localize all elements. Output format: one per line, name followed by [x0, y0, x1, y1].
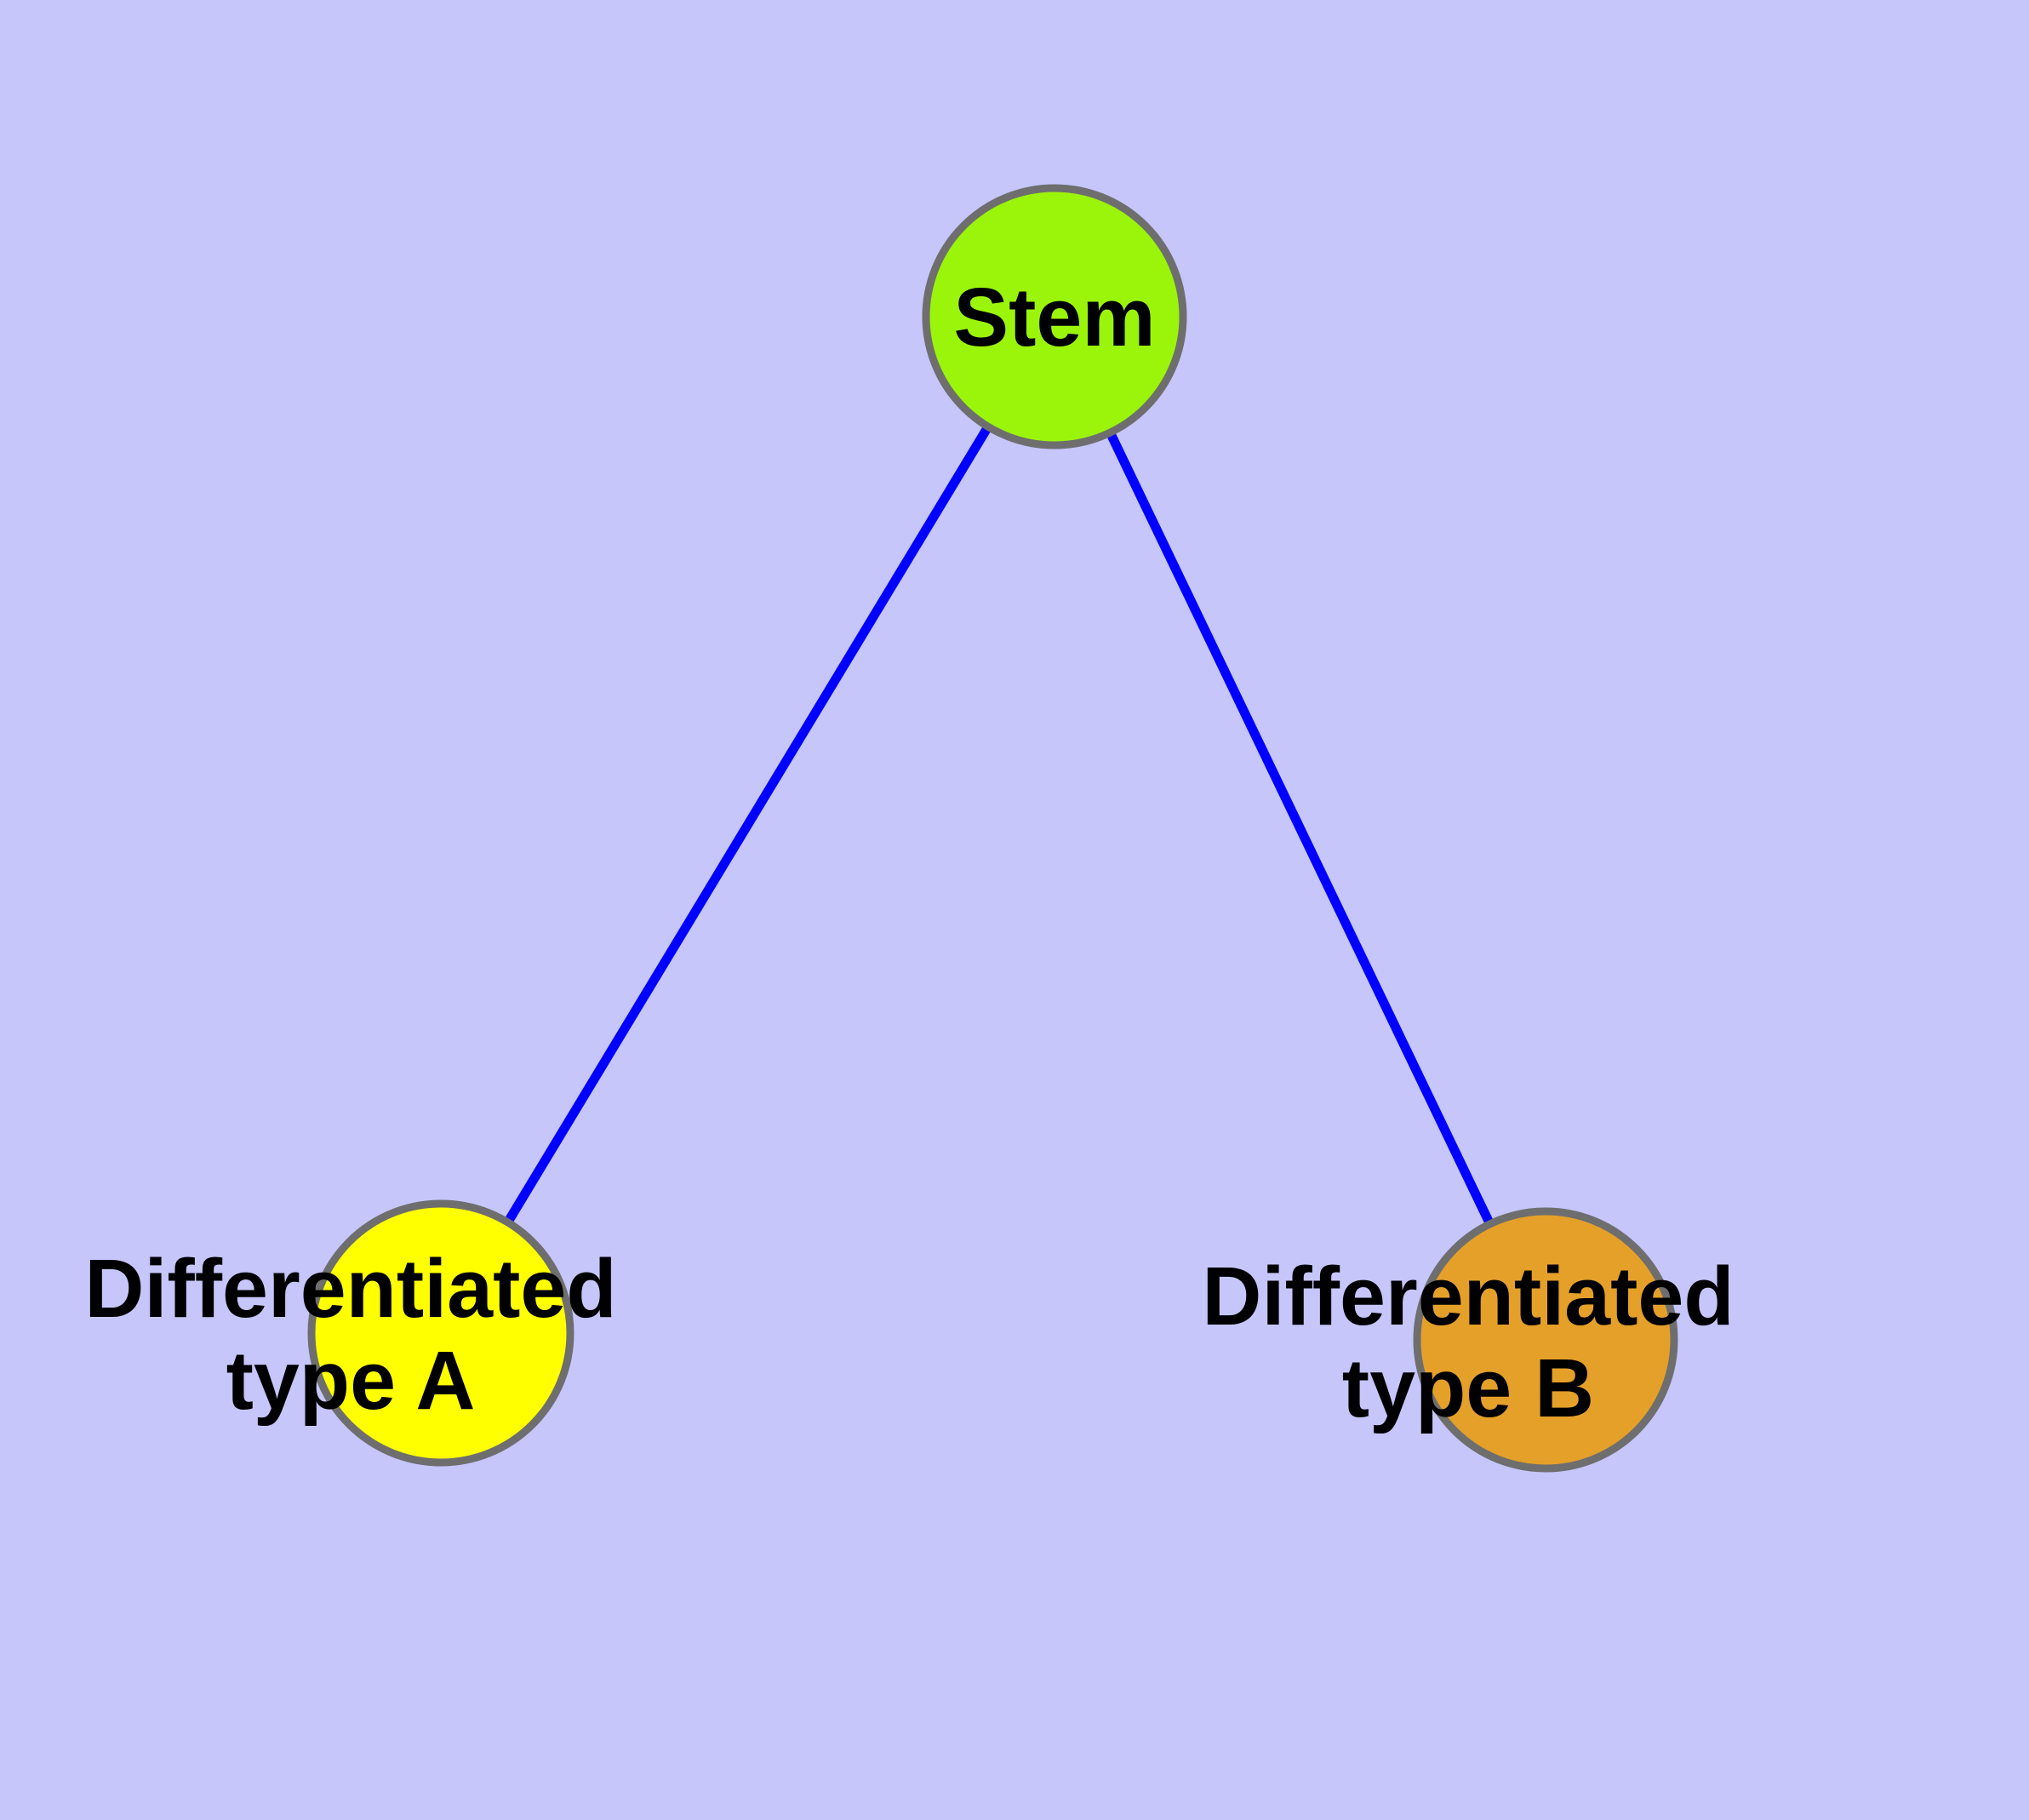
node-label-line: Stem	[953, 271, 1155, 363]
edges-layer	[502, 422, 1495, 1228]
node-label-line: type B	[1342, 1342, 1594, 1434]
node-label-line: Differentiated	[84, 1242, 616, 1335]
node-label-line: type A	[226, 1334, 476, 1427]
node-label-line: Differentiated	[1202, 1250, 1734, 1342]
edge-stem-to-diff_b	[1105, 428, 1495, 1228]
node-diff_b[interactable]	[1413, 1207, 1678, 1473]
node-label-stem: Stem	[953, 271, 1155, 363]
edge-stem-to-diff_a	[502, 422, 993, 1227]
nodes-layer	[307, 184, 1678, 1473]
node-diff_a[interactable]	[307, 1199, 574, 1467]
node-stem[interactable]	[922, 184, 1187, 449]
